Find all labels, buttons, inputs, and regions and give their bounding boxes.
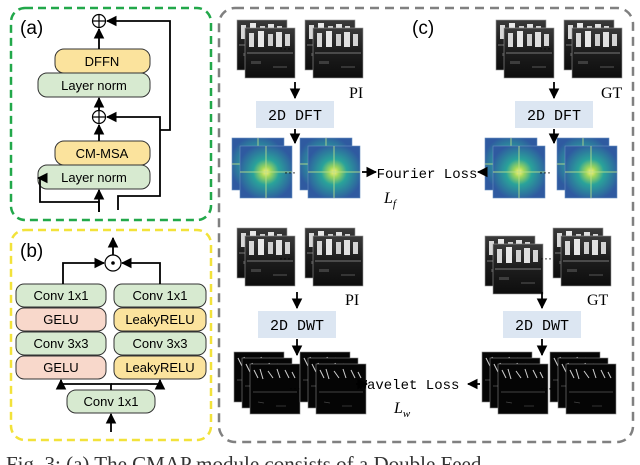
- panel-a-arrows: [36, 15, 171, 212]
- b-left-gelu1-block: [15, 307, 107, 332]
- pi-label-bottom: PI: [345, 292, 359, 309]
- panel-b: (b) Conv 1x1 GELU Conv 3x3 GELU Conv 1x1…: [9, 228, 213, 442]
- dft-label-left: 2D DFT: [268, 108, 322, 125]
- wavelet-left-ellipsis: ···: [289, 381, 301, 395]
- dwt-label-right: 2D DWT: [515, 318, 569, 335]
- dft-label-right: 2D DFT: [527, 108, 581, 125]
- panel-c: (c) ··· PI 2D DFT ··· ··· GT 2D DFT: [217, 6, 635, 444]
- pi-image-stack-bottom: [236, 227, 364, 287]
- pi-bottom-ellipsis: ···: [279, 251, 291, 265]
- b-left-conv1x1-label: Conv 1x1: [34, 288, 89, 303]
- pi-image-stack-top: [236, 19, 364, 79]
- wavelet-loss-label: Wavelet Loss: [359, 378, 460, 394]
- layer-norm-top-label: Layer norm: [61, 78, 127, 93]
- cm-msa-label: CM-MSA: [76, 146, 129, 161]
- b-left-gelu2-label: GELU: [43, 360, 78, 375]
- b-right-leakyrelu1-block: [113, 307, 207, 332]
- pi-top-ellipsis: ···: [279, 41, 291, 55]
- panel-b-arrows: [55, 236, 166, 432]
- spectrum-stack-left: [231, 137, 361, 199]
- panel-a-label: (a): [20, 18, 43, 39]
- dffn-label: DFFN: [85, 54, 120, 69]
- wavelet-right-ellipsis: ···: [540, 381, 552, 395]
- b-right-leakyrelu1-label: LeakyRELU: [125, 312, 194, 327]
- spectrum-right-ellipsis: ···: [539, 165, 551, 179]
- dwt-label-left: 2D DWT: [270, 318, 324, 335]
- gt-label-top: GT: [601, 85, 623, 102]
- fourier-loss-symbol: Lf: [383, 190, 398, 210]
- wavelet-loss-symbol: Lw: [393, 400, 411, 420]
- panel-c-border: [217, 6, 635, 444]
- panel-b-border: [9, 228, 213, 442]
- b-left-conv3x3-block: [15, 331, 107, 356]
- b-right-leakyrelu2-label: LeakyRELU: [125, 360, 194, 375]
- b-right-conv1x1-label: Conv 1x1: [133, 288, 188, 303]
- panel-c-arrows: [289, 82, 560, 390]
- panel-c-label: (c): [412, 18, 434, 39]
- pi-label-top: PI: [349, 85, 363, 102]
- gt-bottom-ellipsis: ···: [540, 251, 552, 265]
- gt-image-stack-top: [495, 19, 623, 79]
- gt-top-ellipsis: ···: [539, 41, 551, 55]
- dft-box-right: [515, 101, 593, 128]
- b-right-conv3x3-block: [113, 331, 207, 356]
- spectrum-stack-right: [484, 137, 618, 199]
- layer-norm-bottom-label: Layer norm: [61, 170, 127, 185]
- figure-caption: Fig. 3: (a) The CMAP module consists of …: [6, 452, 482, 465]
- dwt-box-left: [258, 311, 336, 338]
- gt-label-bottom: GT: [587, 292, 609, 309]
- b-left-gelu1-label: GELU: [43, 312, 78, 327]
- spectrum-left-ellipsis: ···: [284, 165, 296, 179]
- b-bottom-conv1x1-label: Conv 1x1: [84, 394, 139, 409]
- b-right-conv3x3-label: Conv 3x3: [133, 336, 188, 351]
- dft-box-left: [256, 101, 334, 128]
- dwt-box-right: [503, 311, 581, 338]
- panel-a-border: [9, 6, 213, 222]
- panel-a: (a) DFFN Layer norm CM-MSA Layer norm: [9, 6, 213, 222]
- fourier-loss-label: Fourier Loss: [377, 167, 478, 183]
- b-left-conv3x3-label: Conv 3x3: [34, 336, 89, 351]
- panel-b-label: (b): [20, 241, 43, 262]
- b-left-conv1x1-block: [15, 283, 107, 308]
